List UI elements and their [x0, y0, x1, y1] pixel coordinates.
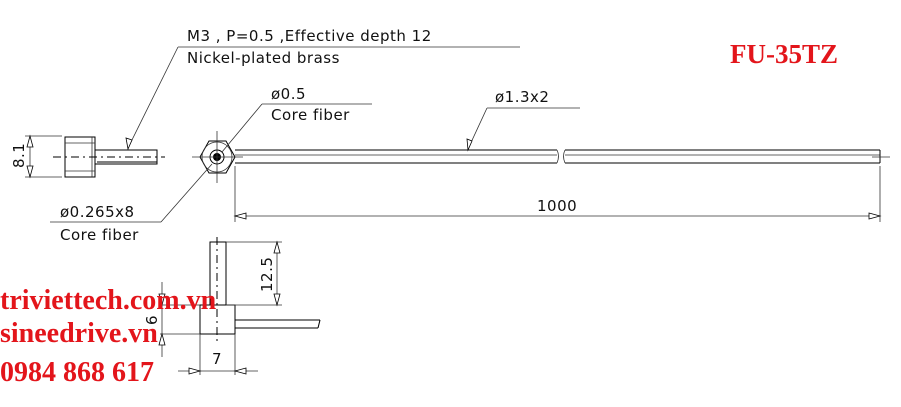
watermark-phone: 0984 868 617 — [0, 357, 154, 388]
nut-height-dimension: 8.1 — [10, 134, 62, 179]
front-view-hex — [192, 131, 243, 183]
thread-spec-text: M3 , P=0.5 ,Effective depth 12 — [187, 27, 432, 45]
block-height-dimension: 6 — [143, 282, 200, 357]
nut-height-label: 8.1 — [10, 143, 28, 168]
block-height-label: 6 — [143, 315, 161, 325]
block-width-label: 7 — [212, 350, 222, 368]
fiber-cable — [235, 149, 890, 164]
cable-diameter-text: ø1.3x2 — [495, 88, 549, 106]
block-width-dimension: 7 — [178, 334, 258, 375]
thread-spec-callout: M3 , P=0.5 ,Effective depth 12 Nickel-pl… — [125, 27, 520, 151]
side-view-connector — [53, 136, 165, 178]
core-fiber-callout: ø0.5 Core fiber — [221, 85, 372, 153]
bottom-view-connector — [199, 237, 321, 345]
cable-diameter-callout: ø1.3x2 — [466, 88, 580, 152]
fiber-bundle-label-text: Core fiber — [60, 226, 139, 244]
model-title: FU-35TZ — [730, 39, 838, 69]
core-label-text: Core fiber — [271, 106, 350, 124]
cable-length-label: 1000 — [537, 197, 577, 215]
cable-length-dimension: 1000 — [233, 166, 882, 222]
tube-length-dimension: 12.5 — [226, 240, 282, 307]
fiber-bundle-text: ø0.265x8 — [60, 203, 135, 221]
tube-length-label: 12.5 — [258, 257, 276, 292]
core-diameter-text: ø0.5 — [271, 85, 306, 103]
material-text: Nickel-plated brass — [187, 49, 340, 67]
fiber-bundle-callout: ø0.265x8 Core fiber — [50, 163, 213, 244]
watermark-site2: sineedrive.vn — [0, 318, 158, 349]
watermark-site1: triviettech.com.vn — [0, 285, 217, 316]
